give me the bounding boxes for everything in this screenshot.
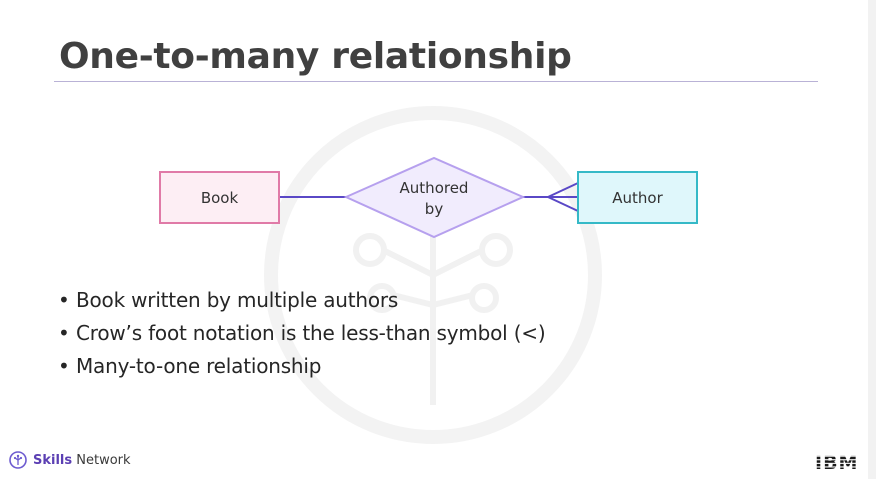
slide-edge — [868, 0, 876, 479]
entity-book: Book — [159, 171, 280, 224]
entity-book-label: Book — [201, 189, 239, 207]
page-title: One-to-many relationship — [59, 36, 572, 77]
bullet-list: Book written by multiple authors Crow’s … — [56, 284, 546, 383]
relationship-authored-by: Authored by — [343, 156, 526, 239]
ibm-logo-text: IBM — [815, 452, 858, 471]
entity-author: Author — [577, 171, 698, 224]
ibm-logo-icon: IBM — [815, 452, 861, 471]
brand-name-rest: Network — [72, 452, 131, 468]
title-divider — [54, 81, 818, 82]
crows-foot-icon — [547, 182, 579, 212]
brand-name: Skills Network — [33, 453, 131, 468]
skills-network-brand: Skills Network — [9, 451, 131, 469]
entity-author-label: Author — [612, 189, 663, 207]
bullet-item: Crow’s foot notation is the less-than sy… — [56, 317, 546, 350]
skills-network-logo-icon — [9, 451, 27, 469]
bullet-item: Many-to-one relationship — [56, 350, 545, 383]
bullet-item: Book written by multiple authors — [56, 284, 545, 317]
relationship-label-line2: by — [425, 200, 444, 218]
brand-name-bold: Skills — [33, 452, 73, 468]
relationship-label-line1: Authored — [400, 179, 469, 197]
